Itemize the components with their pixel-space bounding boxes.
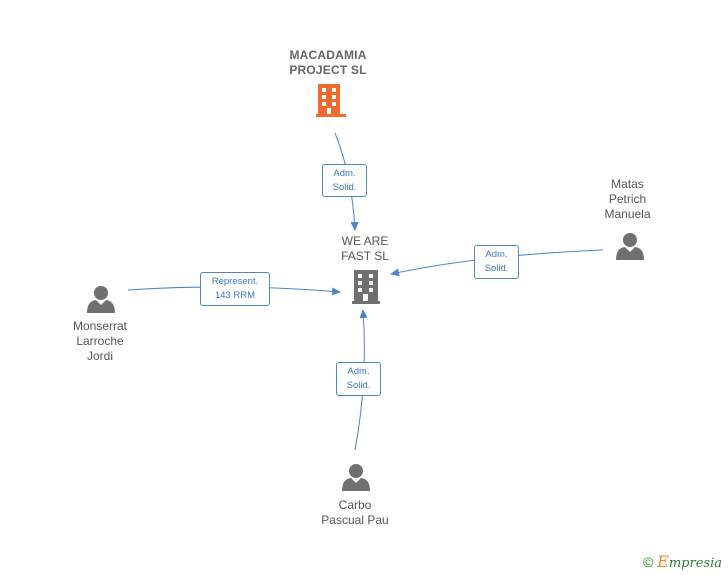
person-icon <box>87 286 115 313</box>
edge-label-monserrat: Represent. 143 RRM <box>200 272 270 306</box>
footer-brand: © Empresia <box>643 552 722 571</box>
node-label-we-are-fast[interactable]: WE ARE FAST SL <box>341 234 389 263</box>
node-label-carbo[interactable]: Carbo Pascual Pau <box>321 498 389 527</box>
empresia-logo: Empresia <box>657 552 722 571</box>
node-label-monserrat[interactable]: Monserrat Larroche Jordi <box>72 319 128 363</box>
edge-label-carbo: Adm. Solid. <box>336 362 381 396</box>
edge-label-macadamia: Adm. Solid. <box>322 164 367 197</box>
copyright-icon: © <box>642 554 654 570</box>
building-icon <box>316 84 346 117</box>
node-label-matas[interactable]: Matas Petrich Manuela <box>604 177 651 221</box>
person-icon <box>616 233 644 260</box>
edge-label-matas: Adm. Solid. <box>474 245 519 279</box>
building-icon <box>352 270 380 304</box>
node-label-macadamia[interactable]: MACADAMIA PROJECT SL <box>289 48 367 77</box>
person-icon <box>342 464 370 491</box>
